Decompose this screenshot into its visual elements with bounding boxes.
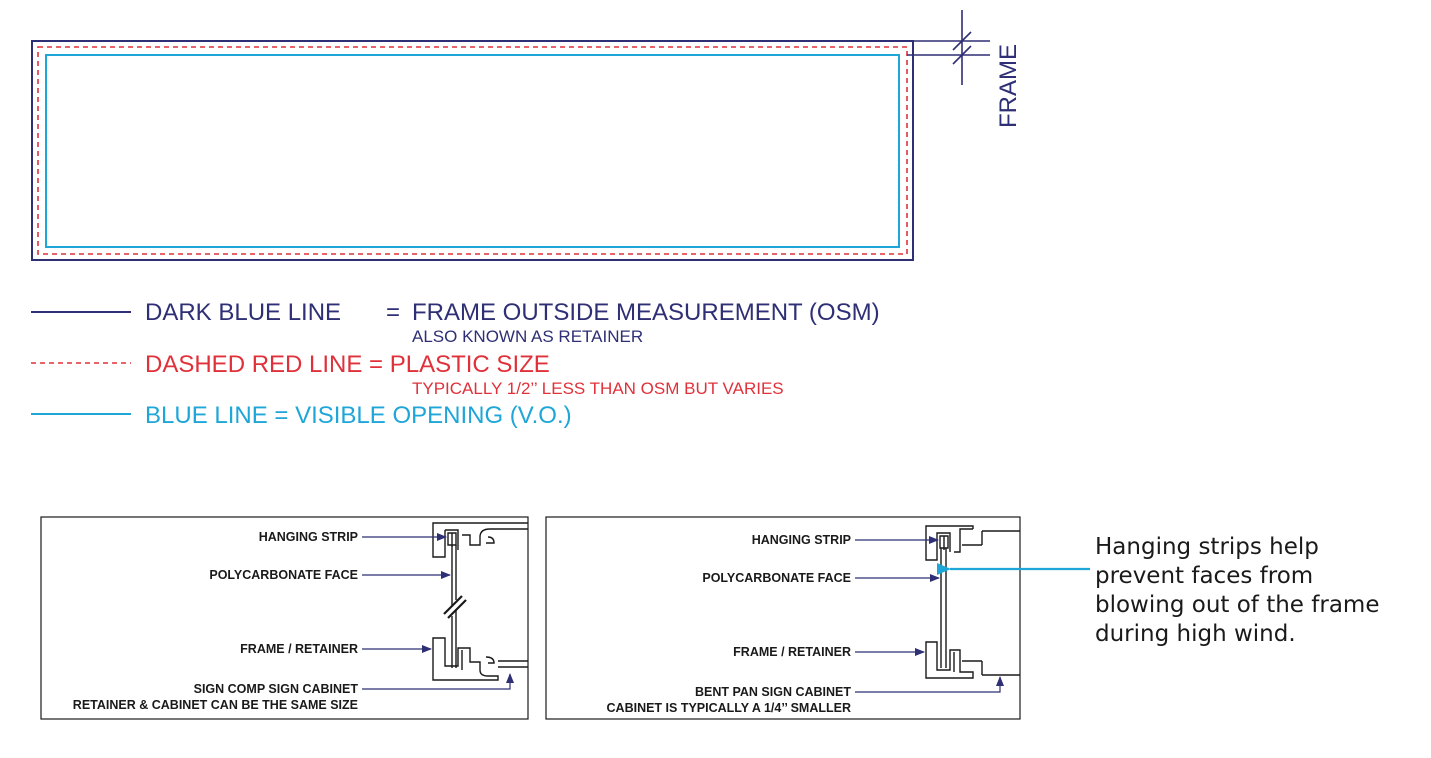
side-note-line-2: prevent faces from: [1095, 563, 1313, 589]
sign-outline-diagram: [31, 40, 914, 261]
label-hanging-strip-right: HANGING STRIP: [752, 533, 851, 547]
bent-pan-cabinet-profile: [962, 530, 1020, 676]
visible-opening-rect: [45, 54, 900, 248]
label-cabinet-left: SIGN COMP SIGN CABINET: [194, 682, 359, 696]
frame-retainer-top-profile: [432, 522, 498, 558]
hanging-strip-shape: [447, 532, 457, 547]
hanging-strip-shape-right: [939, 535, 949, 550]
frame-retainer-top-profile-right: [925, 525, 974, 561]
frame-retainer-bottom-profile: [432, 637, 499, 681]
detail-right-leaders: [855, 536, 1004, 693]
legend: DARK BLUE LINE = FRAME OUTSIDE MEASUREME…: [31, 299, 880, 429]
legend-note-dashed-red: TYPICALLY 1/2’’ LESS THAN OSM BUT VARIES: [412, 379, 784, 398]
frame-label: FRAME: [995, 44, 1022, 128]
plastic-size-rect: [37, 46, 908, 255]
label-cabinet-right: BENT PAN SIGN CABINET: [695, 685, 851, 699]
frame-retainer-bottom-profile-right: [925, 641, 974, 679]
label-frame-retainer-left: FRAME / RETAINER: [240, 642, 358, 656]
label-frame-retainer-right: FRAME / RETAINER: [733, 645, 851, 659]
detail-left-border: [40, 516, 529, 720]
frame-osm-rect: [31, 40, 914, 261]
side-note-line-4: during high wind.: [1095, 621, 1296, 647]
label-polycarbonate-face-left: POLYCARBONATE FACE: [209, 568, 358, 582]
legend-key-dashed-red: DASHED RED LINE = PLASTIC SIZE: [145, 351, 550, 378]
side-note-line-1: Hanging strips help: [1095, 534, 1319, 560]
detail-right-border: [545, 516, 1021, 720]
frame-dimension: [907, 10, 990, 85]
label-polycarbonate-face-right: POLYCARBONATE FACE: [702, 571, 851, 585]
label-hanging-strip-left: HANGING STRIP: [259, 530, 358, 544]
side-note-line-3: blowing out of the frame: [1095, 592, 1379, 618]
label-cabinet-note-left: RETAINER & CABINET CAN BE THE SAME SIZE: [73, 698, 358, 712]
label-cabinet-note-right: CABINET IS TYPICALLY A 1/4’’ SMALLER: [607, 701, 851, 715]
detail-left-panel: HANGING STRIP POLYCARBONATE FACE FRAME /…: [40, 516, 529, 720]
polycarbonate-face-shape: [443, 545, 467, 668]
polycarbonate-face-shape-right: [940, 548, 947, 668]
legend-key-light-blue: BLUE LINE = VISIBLE OPENING (V.O.): [145, 402, 572, 429]
legend-key-dark-blue: DARK BLUE LINE: [145, 299, 341, 326]
legend-equals-dark-blue: =: [386, 299, 400, 326]
legend-value-dark-blue: FRAME OUTSIDE MEASUREMENT (OSM): [412, 299, 880, 326]
detail-right-panel: HANGING STRIP POLYCARBONATE FACE FRAME /…: [545, 516, 1021, 720]
side-note: Hanging strips help prevent faces from b…: [1095, 534, 1379, 647]
detail-left-leaders: [362, 533, 514, 690]
sign-cabinet-profile: [498, 522, 528, 668]
legend-note-dark-blue: ALSO KNOWN AS RETAINER: [412, 327, 643, 346]
